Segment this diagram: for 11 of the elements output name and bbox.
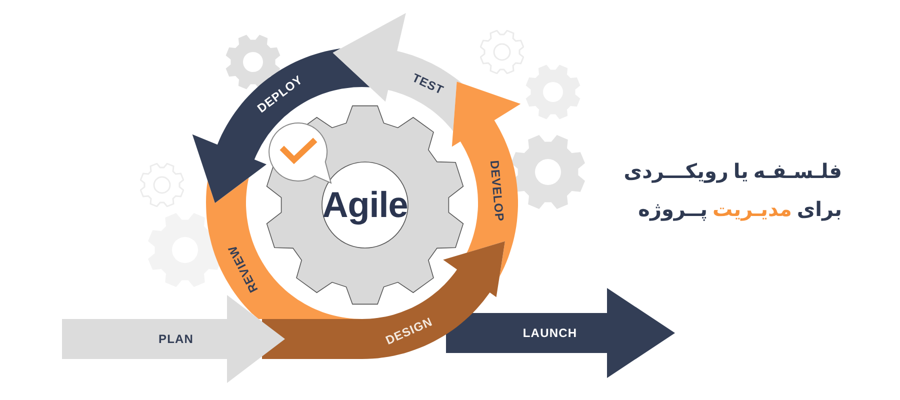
straight-arrow [446,288,675,378]
heading: فلـسـفـه یا رویکـــردی برای مدیـریت پــروژه [622,158,842,223]
arrow-label: PLAN [158,332,194,346]
curved-band [451,81,521,277]
arrow-label: LAUNCH [522,326,578,340]
arrow-label: TEST [410,70,446,98]
arrow-label: DEVELOP [488,160,508,222]
curved-band [262,241,505,359]
curved-band [332,12,463,132]
center-label: Agile [322,186,408,224]
straight-arrow [62,295,285,383]
